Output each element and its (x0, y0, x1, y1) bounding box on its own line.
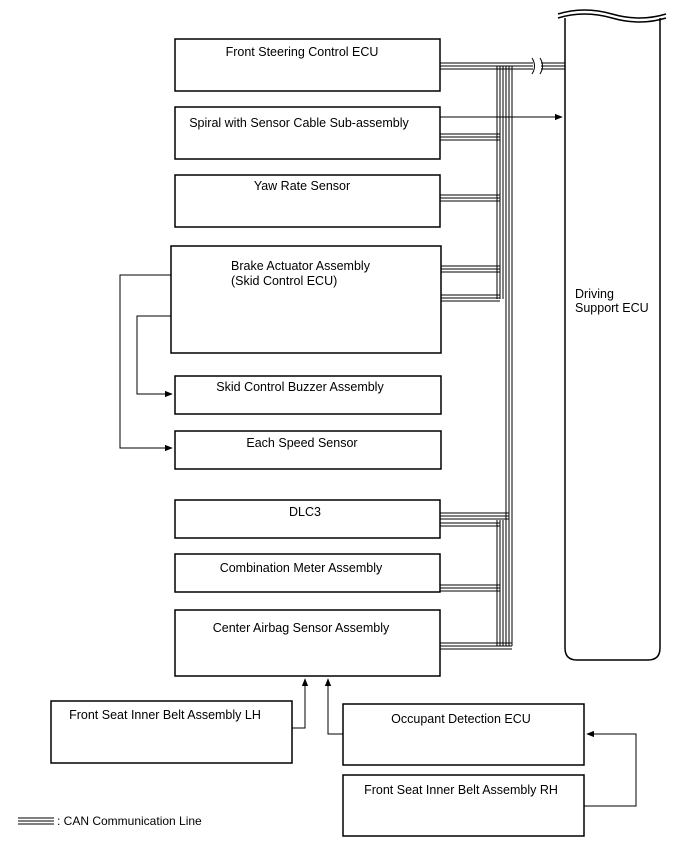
belt-rh-to-occupant-arrow (584, 730, 637, 807)
brake-actuator-label-1: Brake Actuator Assembly (231, 259, 371, 273)
center-airbag-label: Center Airbag Sensor Assembly (213, 621, 390, 635)
driving-support-label-2: Support ECU (575, 301, 649, 315)
speed-sensor-label: Each Speed Sensor (246, 436, 357, 450)
brake-actuator-assembly: Brake Actuator Assembly (Skid Control EC… (170, 245, 442, 354)
brake-to-buzzer-arrow (136, 315, 173, 398)
driving-support-ecu: Driving Support ECU (557, 9, 667, 661)
brake-to-speed-sensor-arrow (119, 274, 173, 452)
center-airbag-sensor-assembly: Center Airbag Sensor Assembly (174, 609, 441, 677)
legend-can-line-icon (18, 817, 54, 825)
occupant-to-airbag-arrow (324, 678, 343, 735)
belt-lh-to-airbag-arrow (292, 678, 309, 729)
brake-actuator-label-2: (Skid Control ECU) (231, 274, 337, 288)
driving-support-label-1: Driving (575, 287, 614, 301)
combination-meter-label: Combination Meter Assembly (220, 561, 383, 575)
buzzer-label: Skid Control Buzzer Assembly (216, 380, 384, 394)
skid-control-buzzer-assembly: Skid Control Buzzer Assembly (174, 375, 442, 415)
spiral-cable-sub-assembly: Spiral with Sensor Cable Sub-assembly (174, 106, 441, 160)
can-bus (440, 57, 565, 650)
front-seat-inner-belt-rh: Front Seat Inner Belt Assembly RH (342, 774, 585, 837)
dlc3: DLC3 (174, 499, 441, 539)
yaw-rate-label: Yaw Rate Sensor (254, 179, 350, 193)
combination-meter-assembly: Combination Meter Assembly (174, 553, 441, 593)
dlc3-label: DLC3 (289, 505, 321, 519)
each-speed-sensor: Each Speed Sensor (174, 430, 442, 470)
spiral-cable-label: Spiral with Sensor Cable Sub-assembly (189, 116, 409, 130)
front-steering-control-ecu: Front Steering Control ECU (174, 38, 441, 92)
legend: : CAN Communication Line (18, 814, 202, 828)
legend-label: : CAN Communication Line (57, 814, 202, 828)
occupant-ecu-label: Occupant Detection ECU (391, 712, 531, 726)
belt-lh-label: Front Seat Inner Belt Assembly LH (69, 708, 261, 722)
belt-rh-label: Front Seat Inner Belt Assembly RH (364, 783, 558, 797)
yaw-rate-sensor: Yaw Rate Sensor (174, 174, 441, 228)
front-seat-inner-belt-lh: Front Seat Inner Belt Assembly LH (50, 700, 293, 764)
front-steering-label: Front Steering Control ECU (226, 45, 379, 59)
occupant-detection-ecu: Occupant Detection ECU (342, 703, 585, 766)
